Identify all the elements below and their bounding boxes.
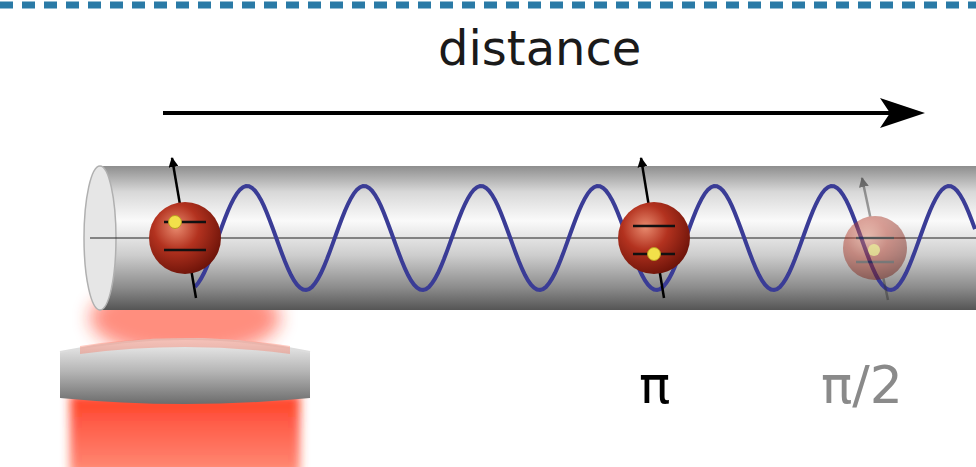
phase-label: π/2 — [821, 359, 903, 411]
axis-label: distance — [438, 24, 641, 72]
phase-label: π — [639, 359, 670, 411]
